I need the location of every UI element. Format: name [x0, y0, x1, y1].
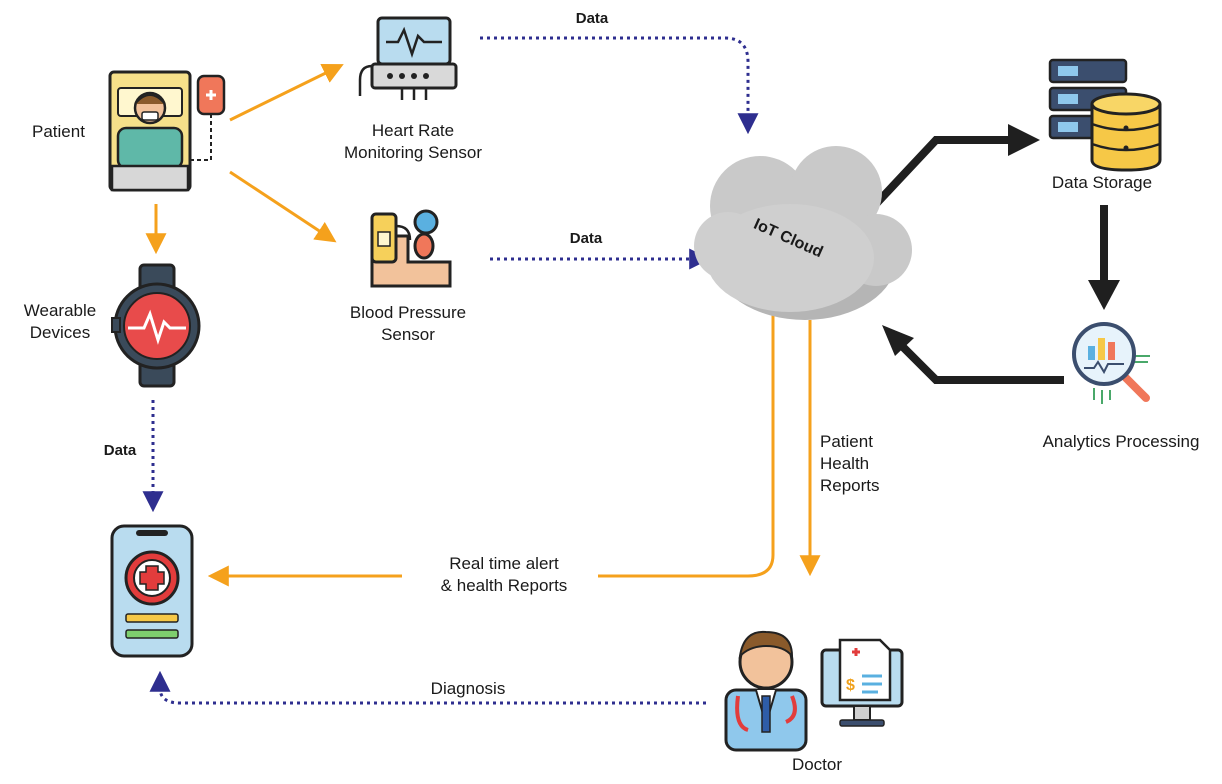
blood-pressure-icon [370, 209, 452, 288]
arrow-analytics-to-cloud-head [882, 325, 914, 356]
label-doctor: Doctor [791, 755, 843, 774]
arrow-analytics-to-cloud [899, 343, 1064, 384]
doctor-icon [724, 630, 808, 752]
svg-text:$: $ [846, 677, 855, 694]
analytics-magnifier-icon [1072, 322, 1150, 404]
arrow-doctor-to-phone [149, 670, 706, 705]
label-wearable-devices: Wearable Devices [23, 301, 97, 342]
label-analytics-processing: Analytics Processing [1042, 432, 1200, 451]
arrow-cloud-to-phone [598, 298, 775, 578]
edge-label-doctor-to-phone: Diagnosis [430, 679, 506, 698]
database-server-icon [1048, 58, 1162, 172]
label-blood-pressure-sensor: Blood Pressure Sensor [349, 303, 467, 344]
arrow-heart-to-cloud [480, 36, 759, 135]
cloud-icon [694, 146, 912, 320]
label-data-storage: Data Storage [1051, 173, 1153, 192]
edge-label-bp-to-cloud: Data [569, 230, 603, 247]
edge-label-heart-to-cloud: Data [575, 10, 609, 27]
label-heart-rate-sensor: Heart Rate Monitoring Sensor [344, 121, 482, 162]
arrow-patient-to-heart-sensor [229, 63, 344, 122]
edge-label-wearable-to-phone: Data [103, 442, 137, 459]
label-patient: Patient [32, 122, 85, 141]
arrow-patient-to-bp-sensor [229, 170, 337, 243]
arrow-cloud-to-storage [873, 136, 1010, 207]
patient-bed-icon [108, 70, 226, 192]
mobile-phone-icon [110, 524, 194, 658]
heart-monitor-icon [358, 16, 458, 100]
edge-label-cloud-to-phone: Real time alert & health Reports [440, 554, 568, 595]
arrow-cloud-to-storage-head [1008, 124, 1040, 156]
medical-bill-monitor-icon: $ [820, 638, 904, 727]
smartwatch-icon [111, 263, 201, 388]
arrow-storage-to-analytics-head [1088, 280, 1120, 310]
edge-label-cloud-to-doctor: Patient Health Reports [820, 432, 880, 495]
arrows [142, 36, 1120, 705]
